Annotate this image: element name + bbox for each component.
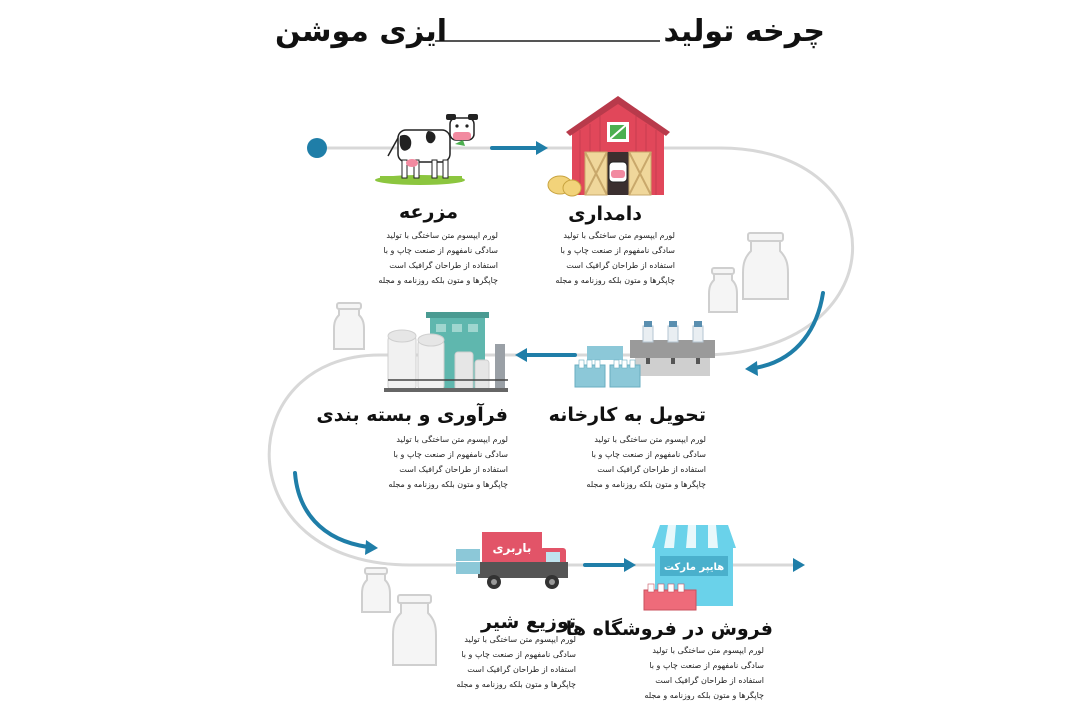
brand-title: ایزی موشن — [275, 14, 448, 49]
milk-bottle-icon — [333, 232, 789, 666]
arrow-curve-right — [745, 291, 825, 376]
page-title: چرخه تولید — [663, 14, 825, 49]
stage-desc-retail: لورم ایپسوم متن ساختگی با تولید سادگی نا… — [644, 646, 764, 700]
truck-sign: باربری — [493, 541, 532, 555]
arrow-end — [793, 558, 805, 572]
arrow-left-1 — [515, 348, 577, 362]
stage-desc-distribution: لورم ایپسوم متن ساختگی با تولید سادگی نا… — [456, 635, 576, 689]
bottling-icon — [574, 321, 715, 388]
truck-icon — [456, 532, 568, 589]
title-divider — [435, 40, 660, 42]
cow-icon — [375, 114, 478, 185]
arrow-right-2 — [583, 558, 636, 572]
stage-title-livestock: دامداری — [568, 203, 642, 225]
stage-desc-livestock: لورم ایپسوم متن ساختگی با تولید سادگی نا… — [555, 231, 675, 285]
market-sign: هایپر مارکت — [664, 562, 724, 573]
stage-title-retail: فروش در فروشگاه ها — [565, 618, 773, 640]
stage-title-distribution: توزیع شیر — [481, 611, 576, 633]
stage-title-processing: فرآوری و بسته بندی — [316, 404, 508, 426]
factory-icon — [384, 312, 508, 392]
stage-desc-delivery: لورم ایپسوم متن ساختگی با تولید سادگی نا… — [586, 435, 706, 489]
stage-title-delivery: تحویل به کارخانه — [548, 404, 706, 426]
stage-desc-processing: لورم ایپسوم متن ساختگی با تولید سادگی نا… — [388, 435, 508, 489]
arrow-right-1 — [490, 141, 548, 155]
store-icon — [643, 525, 736, 611]
stage-desc-farm: لورم ایپسوم متن ساختگی با تولید سادگی نا… — [378, 231, 498, 285]
start-dot — [307, 138, 327, 158]
stage-title-farm: مزرعه — [398, 201, 458, 223]
arrow-curve-left — [293, 471, 378, 555]
barn-icon — [547, 96, 670, 197]
